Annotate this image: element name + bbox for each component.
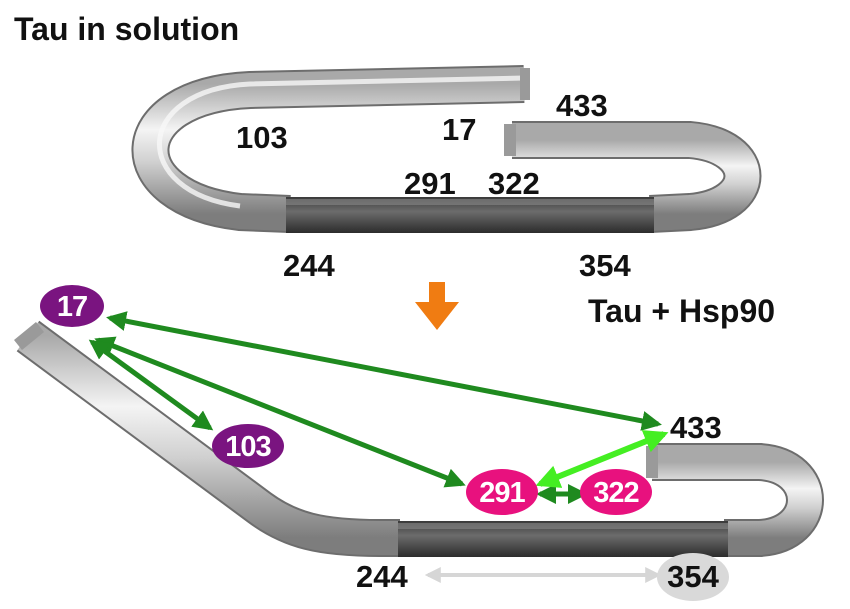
label-103-bottom: 103 (225, 431, 271, 463)
label-322-bottom: 322 (593, 477, 638, 509)
residue-103-oval (212, 424, 284, 468)
label-433-top: 433 (556, 88, 608, 123)
label-354-top: 354 (579, 248, 631, 283)
label-354-bottom: 354 (667, 559, 719, 594)
residue-322-oval (580, 469, 652, 515)
label-433-bottom: 433 (670, 410, 722, 445)
label-322-top: 322 (488, 166, 540, 201)
title-tau-in-solution: Tau in solution (14, 11, 239, 47)
tau-tube-solution (131, 65, 762, 233)
label-17-top: 17 (442, 112, 476, 147)
label-17-bottom: 17 (57, 291, 87, 323)
distance-arrow-17-433 (106, 311, 662, 431)
label-291-top: 291 (404, 166, 456, 201)
title-tau-hsp90: Tau + Hsp90 (588, 293, 775, 329)
down-arrow-icon (415, 282, 459, 330)
label-103-top: 103 (236, 120, 288, 155)
label-291-bottom: 291 (479, 477, 525, 509)
distance-arrow-17-103 (88, 339, 214, 431)
tau-tube-hsp90 (14, 320, 824, 557)
label-244-top: 244 (283, 248, 335, 283)
residue-354-oval (657, 553, 729, 601)
residue-291-oval (466, 469, 538, 515)
residue-17-oval (40, 285, 104, 327)
distance-arrow-291-433 (535, 430, 669, 488)
label-244-bottom: 244 (356, 559, 408, 594)
